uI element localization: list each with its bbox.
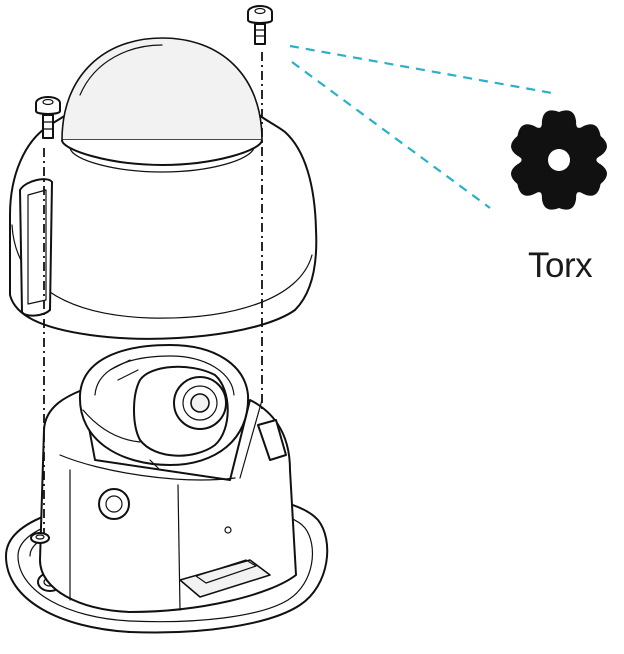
dome-cover — [9, 37, 318, 340]
torx-screw-icon — [247, 5, 273, 45]
callout-line-lower — [291, 61, 491, 209]
torx-star-icon — [510, 110, 608, 210]
callout-line-upper — [289, 44, 553, 95]
camera-lens-module — [78, 344, 250, 471]
torx-screw-icon — [35, 96, 61, 139]
torx-label: Torx — [528, 246, 593, 285]
screw-in-base — [30, 532, 50, 544]
camera-body — [39, 389, 297, 613]
